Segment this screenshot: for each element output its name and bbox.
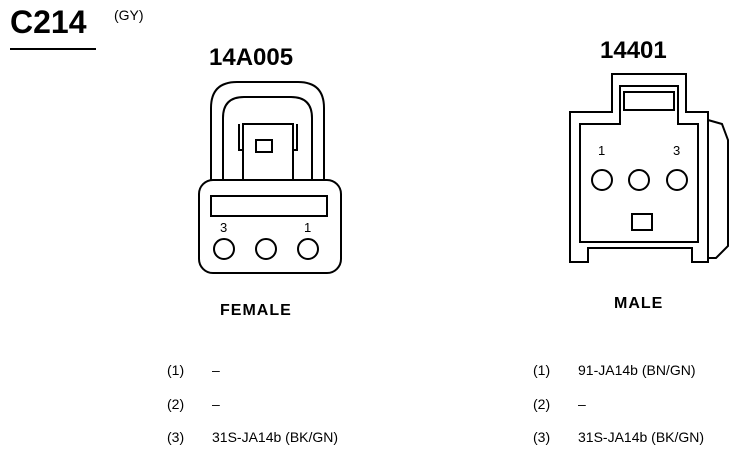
right-pin-number: (1) bbox=[533, 362, 551, 378]
left-pin-number: (2) bbox=[167, 396, 185, 412]
male-latch-window bbox=[623, 91, 675, 111]
male-key-tab bbox=[631, 213, 653, 231]
female-pin-3 bbox=[213, 238, 235, 260]
female-key-bar bbox=[210, 195, 328, 217]
left-pin-number: (1) bbox=[167, 362, 185, 378]
left-pin-description: 31S-JA14b (BK/GN) bbox=[212, 429, 339, 445]
male-pin-3 bbox=[666, 169, 688, 191]
right-pin-number: (2) bbox=[533, 396, 551, 412]
connector-id-underline bbox=[10, 48, 96, 50]
right-pin-number: (3) bbox=[533, 429, 551, 445]
female-pin-label-3: 3 bbox=[220, 220, 227, 235]
male-pin-label-3: 3 bbox=[673, 143, 680, 158]
connector-id: C214 bbox=[10, 4, 87, 40]
male-connector-face bbox=[569, 73, 729, 263]
left-pin-description: – bbox=[212, 362, 220, 378]
left-part-number: 14A005 bbox=[209, 44, 294, 71]
female-latch-outer bbox=[210, 81, 325, 180]
male-body-outline bbox=[569, 73, 709, 263]
female-label: FEMALE bbox=[220, 302, 292, 319]
female-latch-inner bbox=[222, 96, 313, 180]
right-pin-description: – bbox=[578, 396, 586, 412]
female-pin-2 bbox=[255, 238, 277, 260]
male-pin-1 bbox=[591, 169, 613, 191]
male-label: MALE bbox=[614, 295, 664, 312]
female-latch-tab bbox=[242, 123, 294, 181]
male-pin-2 bbox=[628, 169, 650, 191]
female-connector-face bbox=[198, 81, 342, 274]
female-latch-tab-edge bbox=[238, 124, 298, 151]
female-pin-label-1: 1 bbox=[304, 220, 311, 235]
male-side-rib bbox=[707, 119, 729, 259]
female-latch-notch bbox=[255, 139, 273, 153]
left-pin-description: – bbox=[212, 396, 220, 412]
connector-color: (GY) bbox=[114, 7, 144, 23]
male-inner-outline bbox=[579, 85, 699, 243]
left-pin-number: (3) bbox=[167, 429, 185, 445]
female-pin-1 bbox=[297, 238, 319, 260]
male-pin-label-1: 1 bbox=[598, 143, 605, 158]
right-part-number: 14401 bbox=[600, 37, 667, 64]
right-pin-description: 31S-JA14b (BK/GN) bbox=[578, 429, 705, 445]
right-pin-description: 91-JA14b (BN/GN) bbox=[578, 362, 696, 378]
